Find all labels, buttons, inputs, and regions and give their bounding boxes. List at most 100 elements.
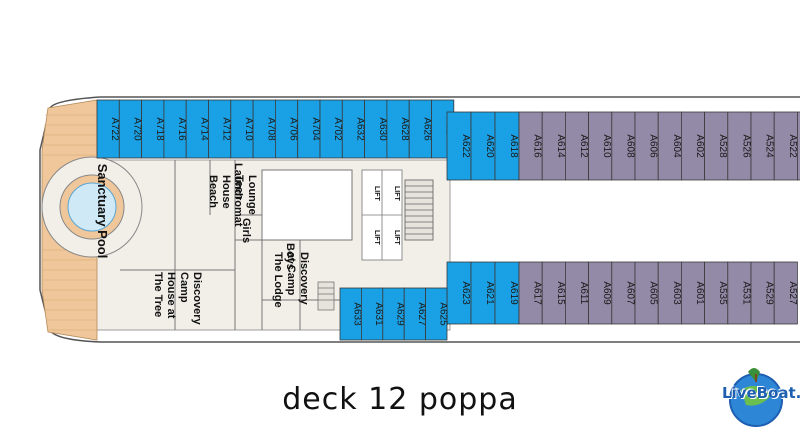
cabin-a714[interactable]: A714 — [185, 99, 209, 159]
cabin-a627[interactable]: A627 — [403, 287, 427, 341]
cabin-a633[interactable]: A633 — [339, 287, 363, 341]
cabin-number: A622 — [460, 134, 471, 158]
laundromat-label: Laundromat — [232, 163, 244, 227]
cabin-number: A609 — [601, 281, 612, 305]
cabin-a616[interactable]: A616 — [518, 111, 543, 181]
cabin-number: A601 — [694, 281, 705, 305]
cabin-number: A629 — [395, 302, 406, 326]
deck-planks — [42, 114, 97, 331]
cabin-number: A704 — [310, 117, 321, 141]
cabin-a610[interactable]: A610 — [588, 111, 613, 181]
cabin-a708[interactable]: A708 — [252, 99, 276, 159]
cabin-a526[interactable]: A526 — [727, 111, 752, 181]
cabin-a619[interactable]: A619 — [494, 261, 520, 325]
liveboat-logo-text: LiveBoat.it — [722, 384, 800, 402]
cabin-number: A608 — [624, 134, 635, 158]
lift-label: LIFT — [393, 186, 400, 201]
cabin-a618[interactable]: A618 — [494, 111, 520, 181]
cabin-a621[interactable]: A621 — [470, 261, 496, 325]
cabin-number: A706 — [288, 117, 299, 141]
cabin-a718[interactable]: A718 — [141, 99, 165, 159]
cabin-a712[interactable]: A712 — [208, 99, 232, 159]
cabin-a704[interactable]: A704 — [297, 99, 321, 159]
cabin-a535[interactable]: A535 — [704, 261, 729, 325]
cabin-a706[interactable]: A706 — [274, 99, 299, 159]
lodge-label: The Lodgeat CampDiscovery — [272, 252, 310, 308]
cabin-a710[interactable]: A710 — [230, 99, 254, 159]
cabin-a702[interactable]: A702 — [319, 99, 343, 159]
cabin-number: A611 — [578, 282, 589, 305]
cabin-a716[interactable]: A716 — [163, 99, 187, 159]
cabin-a615[interactable]: A615 — [541, 261, 566, 325]
cabin-a628[interactable]: A628 — [386, 99, 410, 159]
boys-label: Boys — [284, 243, 296, 270]
cabin-a611[interactable]: A611 — [565, 261, 590, 325]
cabin-number: A619 — [508, 281, 519, 305]
cabin-a524[interactable]: A524 — [750, 111, 775, 181]
cabin-a601[interactable]: A601 — [681, 261, 706, 325]
cabin-a529[interactable]: A529 — [750, 261, 775, 325]
cabin-a607[interactable]: A607 — [611, 261, 636, 325]
cabin-a528[interactable]: A528 — [704, 111, 729, 181]
cabin-number: A720 — [131, 117, 142, 141]
cabin-number: A708 — [265, 117, 276, 141]
cabin-a622[interactable]: A622 — [446, 111, 472, 181]
cabin-number: A526 — [740, 134, 751, 158]
cabin-number: A604 — [671, 134, 682, 158]
cabin-number: A621 — [484, 281, 495, 305]
cabin-a626[interactable]: A626 — [408, 99, 432, 159]
deck-caption: deck 12 poppa — [282, 382, 518, 417]
cabin-number: A718 — [154, 117, 165, 141]
cabin-a631[interactable]: A631 — [360, 287, 384, 341]
cabin-number: A531 — [740, 281, 751, 305]
tree-house-label: The TreeHouse atCampDiscovery — [152, 272, 203, 325]
cabin-number: A712 — [221, 117, 232, 141]
cabin-a617[interactable]: A617 — [518, 261, 543, 325]
cabin-a623[interactable]: A623 — [446, 261, 472, 325]
cabin-number: A529 — [764, 281, 775, 305]
cabin-a603[interactable]: A603 — [657, 261, 682, 325]
cabin-a608[interactable]: A608 — [611, 111, 636, 181]
cabin-number: A522 — [787, 134, 798, 158]
cabin-number: A603 — [671, 281, 682, 305]
cabin-a620[interactable]: A620 — [470, 111, 496, 181]
cabin-number: A612 — [578, 134, 589, 158]
cabin-number: A702 — [332, 117, 343, 141]
cabin-number: A716 — [176, 117, 187, 141]
cabin-a520[interactable]: A520 — [797, 111, 800, 181]
cabin-number: A616 — [532, 134, 543, 158]
cabin-number: A625 — [437, 302, 448, 326]
lift-label: LIFT — [373, 230, 380, 245]
cabin-number: A618 — [508, 134, 519, 158]
lift-label: LIFT — [393, 230, 400, 245]
cabin-a605[interactable]: A605 — [634, 261, 659, 325]
cabin-number: A633 — [352, 302, 363, 326]
lift-label: LIFT — [373, 186, 380, 201]
cabin-a630[interactable]: A630 — [364, 99, 388, 159]
cabin-number: A605 — [648, 281, 659, 305]
cabin-a629[interactable]: A629 — [382, 287, 406, 341]
cabin-a602[interactable]: A602 — [681, 111, 706, 181]
cabin-number: A610 — [601, 134, 612, 158]
cabin-a722[interactable]: A722 — [96, 99, 120, 159]
cabin-a522[interactable]: A522 — [773, 111, 798, 181]
cabin-a527[interactable]: A527 — [773, 261, 798, 325]
cabin-a604[interactable]: A604 — [657, 111, 682, 181]
liveboat-logo — [729, 368, 783, 427]
cabin-a625[interactable]: A625 — [425, 287, 449, 341]
cabin-number: A631 — [373, 302, 384, 326]
cabin-number: A623 — [460, 281, 471, 305]
cabin-a632[interactable]: A632 — [341, 99, 365, 159]
cabin-a612[interactable]: A612 — [565, 111, 590, 181]
cabin-number: A606 — [648, 134, 659, 158]
stairs — [317, 185, 433, 311]
cabin-a720[interactable]: A720 — [118, 99, 142, 159]
cabin-a606[interactable]: A606 — [634, 111, 659, 181]
cabin-a614[interactable]: A614 — [541, 111, 566, 181]
cabin-a531[interactable]: A531 — [727, 261, 752, 325]
cabin-number: A614 — [555, 134, 566, 158]
cabin-number: A620 — [484, 134, 495, 158]
cabin-a609[interactable]: A609 — [588, 261, 613, 325]
